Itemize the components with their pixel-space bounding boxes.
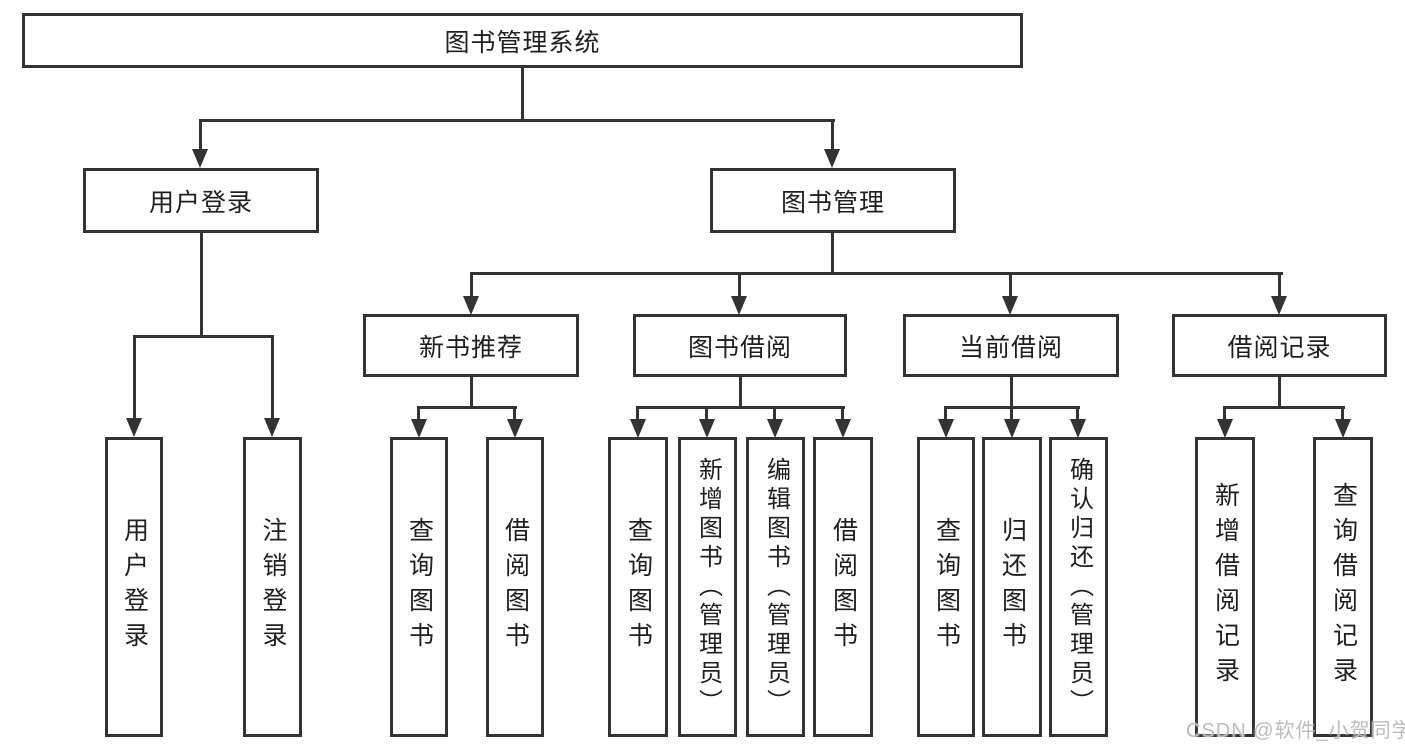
leaf-bb-query: 查询图书 <box>608 437 668 737</box>
connector-drop-nb-query <box>417 406 420 420</box>
leaf-bb-borrow-label: 借阅图书 <box>829 517 858 657</box>
arrow-login <box>126 418 142 437</box>
leaf-cb-confirm-label: 确认归还（管理员） <box>1065 456 1093 718</box>
connector-drop-nb-borrow <box>513 406 516 420</box>
connector-drop-bb-borrow <box>841 406 844 420</box>
connector-drop-logout <box>271 335 274 420</box>
leaf-br-add-label: 新增借阅记录 <box>1211 482 1240 692</box>
connector-borrow-record-rail <box>1223 406 1345 409</box>
node-book-borrow: 图书借阅 <box>633 314 847 377</box>
connector-drop-new-book <box>470 272 473 298</box>
arrow-bb-add <box>699 419 715 438</box>
leaf-nb-query: 查询图书 <box>390 437 448 737</box>
node-new-book: 新书推荐 <box>363 314 579 377</box>
arrow-bb-borrow <box>835 419 851 438</box>
connector-new-book-stem <box>470 377 473 408</box>
arrow-book-borrow <box>731 296 747 315</box>
leaf-br-add: 新增借阅记录 <box>1195 437 1255 737</box>
arrow-br-add <box>1217 419 1233 438</box>
node-book-mgmt-label: 图书管理 <box>780 188 885 217</box>
leaf-nb-query-label: 查询图书 <box>405 517 434 657</box>
arrow-br-query <box>1335 419 1351 438</box>
leaf-nb-borrow: 借阅图书 <box>486 437 544 737</box>
connector-drop-bb-query <box>636 406 639 420</box>
arrow-bb-query <box>630 419 646 438</box>
node-borrow-record: 借阅记录 <box>1172 314 1387 377</box>
leaf-logout: 注销登录 <box>243 437 302 737</box>
leaf-cb-query: 查询图书 <box>917 437 975 737</box>
leaf-nb-borrow-label: 借阅图书 <box>501 517 530 657</box>
arrow-bb-edit <box>767 419 783 438</box>
connector-current-borrow-stem <box>1010 377 1013 408</box>
connector-drop-current-borrow <box>1009 272 1012 298</box>
arrow-borrow-record <box>1271 296 1287 315</box>
leaf-cb-query-label: 查询图书 <box>932 517 961 657</box>
connector-drop-book-borrow <box>738 272 741 298</box>
connector-drop-user-login <box>199 119 202 150</box>
leaf-bb-edit-label: 编辑图书（管理员） <box>762 456 790 718</box>
node-root: 图书管理系统 <box>22 13 1023 68</box>
leaf-bb-edit: 编辑图书（管理员） <box>746 437 805 737</box>
leaf-cb-return: 归还图书 <box>982 437 1042 737</box>
connector-drop-cb-confirm <box>1076 406 1079 420</box>
node-book-mgmt: 图书管理 <box>710 168 956 233</box>
leaf-bb-add-label: 新增图书（管理员） <box>694 456 722 718</box>
leaf-logout-label: 注销登录 <box>259 517 287 657</box>
connector-user-login-stem <box>200 233 203 336</box>
leaf-bb-query-label: 查询图书 <box>624 517 653 657</box>
node-root-label: 图书管理系统 <box>444 28 601 57</box>
node-borrow-record-label: 借阅记录 <box>1227 333 1332 362</box>
leaf-bb-add: 新增图书（管理员） <box>678 437 737 737</box>
leaf-cb-return-label: 归还图书 <box>998 517 1027 657</box>
connector-borrow-record-stem <box>1278 377 1281 408</box>
arrow-cb-query <box>938 419 954 438</box>
arrow-nb-query <box>411 419 427 438</box>
connector-user-login-rail <box>133 335 274 338</box>
connector-level1-rail <box>199 119 835 122</box>
node-user-login: 用户登录 <box>83 168 319 233</box>
connector-drop-bb-edit <box>773 406 776 420</box>
leaf-br-query: 查询借阅记录 <box>1313 437 1373 737</box>
connector-root-stem <box>521 68 524 122</box>
connector-drop-book-mgmt <box>831 119 834 150</box>
arrow-cb-confirm <box>1070 419 1086 438</box>
leaf-bb-borrow: 借阅图书 <box>813 437 873 737</box>
watermark: CSDN @软件_小贺同学 <box>1186 720 1405 742</box>
arrow-current-borrow <box>1002 296 1018 315</box>
arrow-new-book <box>463 296 479 315</box>
arrow-book-mgmt <box>824 149 840 168</box>
connector-drop-br-add <box>1223 406 1226 420</box>
node-new-book-label: 新书推荐 <box>418 333 523 362</box>
connector-book-borrow-rail <box>636 406 845 409</box>
connector-drop-borrow-record <box>1278 272 1281 298</box>
node-user-login-label: 用户登录 <box>148 188 253 217</box>
leaf-user-login: 用户登录 <box>105 437 163 737</box>
connector-book-mgmt-stem <box>831 233 834 275</box>
node-book-borrow-label: 图书借阅 <box>687 333 792 362</box>
arrow-nb-borrow <box>507 419 523 438</box>
connector-drop-br-query <box>1341 406 1344 420</box>
arrow-cb-return <box>1004 419 1020 438</box>
connector-drop-login <box>133 335 136 420</box>
leaf-user-login-label: 用户登录 <box>120 517 149 657</box>
connector-drop-cb-query <box>944 406 947 420</box>
arrow-user-login <box>192 149 208 168</box>
connector-drop-bb-add <box>705 406 708 420</box>
connector-level2-rail <box>470 272 1283 275</box>
node-current-borrow: 当前借阅 <box>903 314 1119 377</box>
connector-book-borrow-stem <box>739 377 742 408</box>
leaf-br-query-label: 查询借阅记录 <box>1329 482 1358 692</box>
leaf-cb-confirm: 确认归还（管理员） <box>1049 437 1108 737</box>
connector-drop-cb-return <box>1010 406 1013 420</box>
arrow-logout <box>264 418 280 437</box>
node-current-borrow-label: 当前借阅 <box>958 333 1063 362</box>
connector-new-book-rail <box>418 406 517 409</box>
